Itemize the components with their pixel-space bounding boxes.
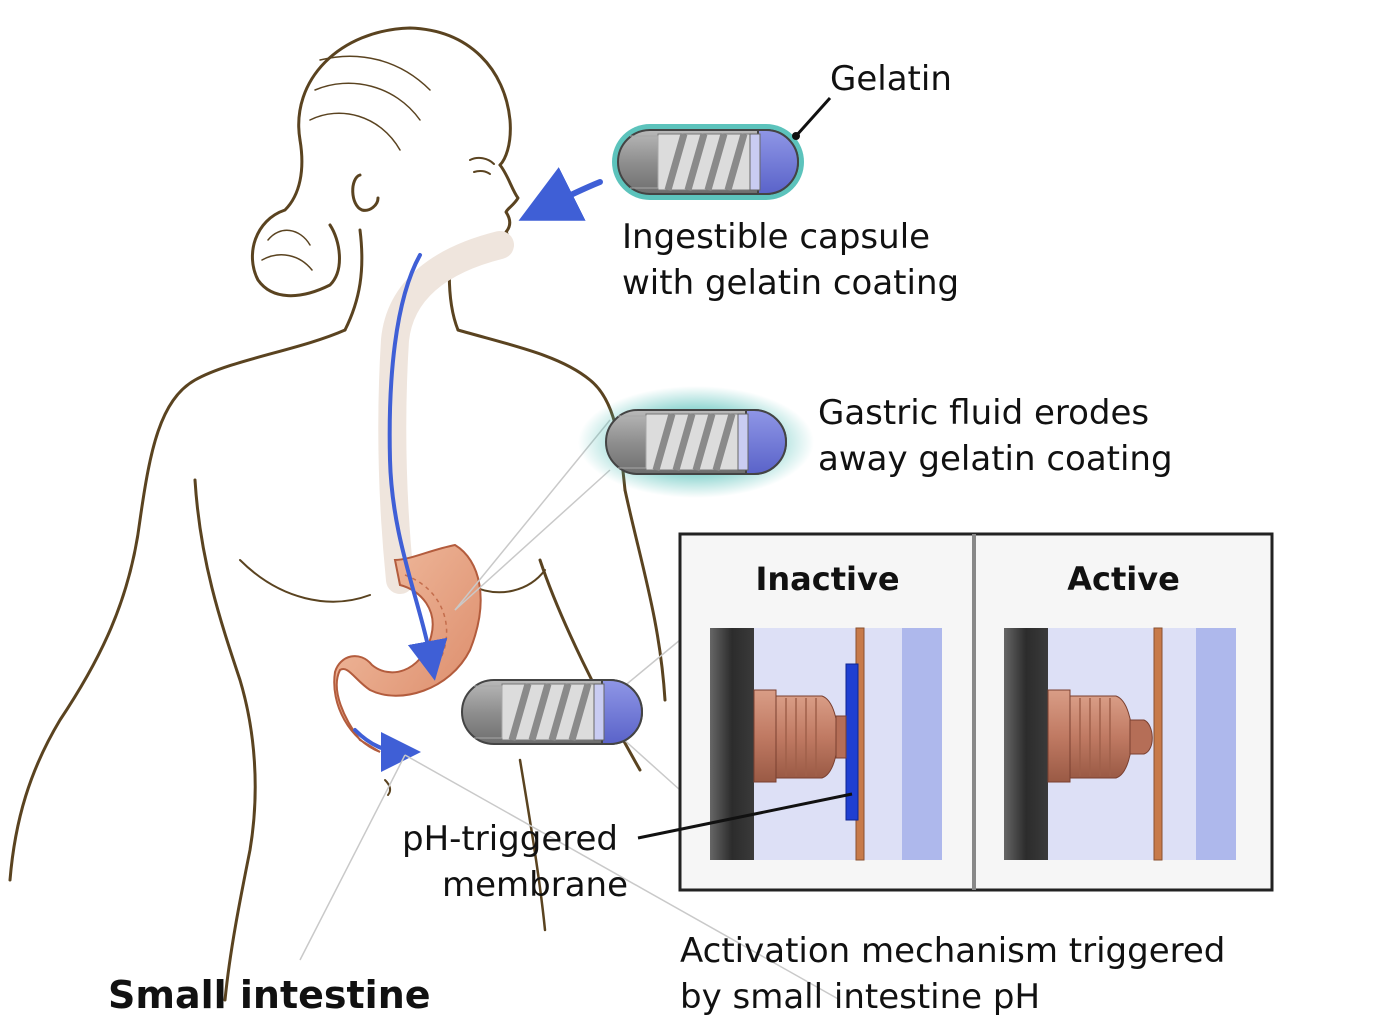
gastric-label-line1: Gastric fluid erodes [818,393,1150,433]
bare-capsule-icon [462,680,642,744]
capsule-label-line1: Ingestible capsule [622,217,931,257]
ph-label-line2: membrane [442,865,629,905]
intestine-arrow-icon [353,728,421,772]
woman-figure [8,26,667,1002]
gelatin-pointer [794,96,832,138]
esophagus-pathway [378,231,514,594]
gelatin-label: Gelatin [830,59,952,99]
capsule-icon [612,124,804,200]
neck-outline [343,228,364,332]
inactive-title: Inactive [755,560,900,598]
gastric-label-line2: away gelatin coating [818,439,1173,479]
ph-membrane [845,663,859,821]
flow-arrow-icon [353,167,603,772]
inactive-mechanism [710,627,942,861]
membrane-pointer [637,792,853,840]
activation-label-line1: Activation mechanism triggered [680,931,1226,971]
esophagus-arrow-icon [387,253,448,681]
mechanism-panel [678,532,1274,892]
eroding-capsule-icon [578,386,814,498]
activation-label-line2: by small intestine pH [680,977,1041,1017]
stomach [333,543,482,753]
capsule-label-line2: with gelatin coating [622,263,960,303]
hair-outline [297,26,512,167]
ph-label-line1: pH-triggered [402,819,618,859]
small-intestine-label: Small intestine [108,973,431,1017]
mouth-arrow-icon [518,167,603,221]
shoulders-outline [8,328,347,882]
active-title: Active [1067,560,1180,598]
active-mechanism [1004,627,1236,861]
